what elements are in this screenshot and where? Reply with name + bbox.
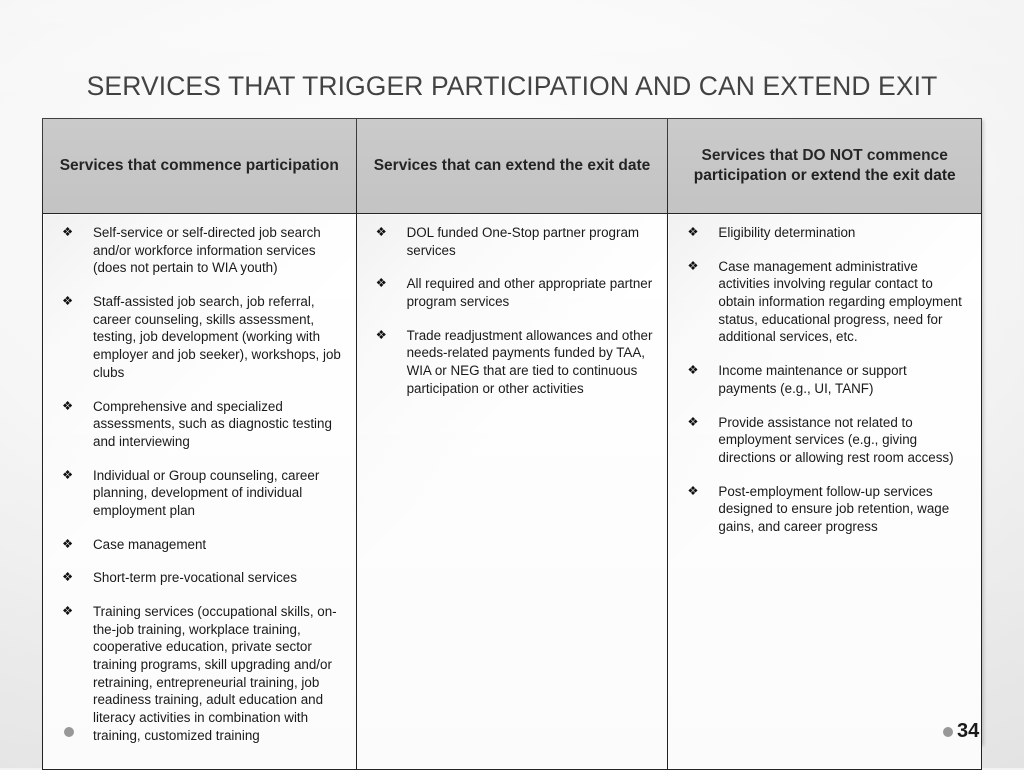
list-item-text: Case management [93,536,207,552]
list-item: ❖ Income maintenance or support payments … [672,362,967,397]
table-header: Services that commence participation Ser… [42,118,982,214]
table-body: ❖ Self-service or self-directed job searc… [42,213,982,770]
diamond-bullet-icon: ❖ [62,536,74,551]
diamond-bullet-icon: ❖ [687,483,699,498]
column-header-commence-participation: Services that commence participation [42,118,357,214]
list-item: ❖ All required and other appropriate part… [361,275,654,310]
list-item-text: Provide assistance not related to employ… [718,414,954,465]
list-item-text: Case management administrative activitie… [718,258,962,345]
list-item: ❖ Self-service or self-directed job searc… [47,224,342,277]
list-item-text: All required and other appropriate partn… [406,276,653,310]
list-item: ❖ Provide assistance not related to emplo… [672,414,967,467]
list-item-text: Trade readjustment allowances and other … [406,327,653,396]
decorative-dot-right [943,727,953,737]
column-header-do-not-commence: Services that DO NOT commence participat… [667,118,982,214]
list-item: ❖ Comprehensive and specialized assessmen… [47,398,342,451]
column-header-extend-exit-date: Services that can extend the exit date [355,118,669,214]
diamond-bullet-icon: ❖ [62,570,74,585]
diamond-bullet-icon: ❖ [62,398,74,413]
diamond-bullet-icon: ❖ [62,225,74,239]
list-item-text: Self-service or self-directed job search… [93,225,321,276]
list-item-text: Staff-assisted job search, job referral,… [93,294,341,380]
diamond-bullet-icon: ❖ [375,276,387,291]
cell-extend-exit-date: ❖ DOL funded One-Stop partner program ser… [355,213,669,770]
diamond-bullet-icon: ❖ [687,363,699,378]
diamond-bullet-icon: ❖ [687,414,699,429]
list-item: ❖ Trade readjustment allowances and other… [361,327,654,398]
list-item-text: Income maintenance or support payments (… [718,363,907,396]
list-item: ❖ Eligibility determination [672,224,967,242]
diamond-bullet-icon: ❖ [62,604,74,618]
matrix: Services that commence participation Ser… [42,118,982,770]
list-item-text: Short-term pre-vocational services [93,570,297,586]
list-item-text: Eligibility determination [718,225,856,240]
services-matrix-table: Services that commence participation Ser… [42,118,982,770]
table-row: ❖ Self-service or self-directed job searc… [42,213,982,770]
diamond-bullet-icon: ❖ [375,327,387,342]
page-title: SERVICES THAT TRIGGER PARTICIPATION AND … [86,71,938,101]
diamond-bullet-icon: ❖ [687,258,699,273]
list-item: ❖ Post-employment follow-up services desi… [672,483,967,536]
list-item-text: Individual or Group counseling, career p… [93,467,320,518]
page-number: 34 [957,720,980,742]
bullet-list-do-not-commence: ❖ Eligibility determination ❖ Case manageme… [672,224,973,536]
diamond-bullet-icon: ❖ [62,294,74,309]
list-item: ❖ DOL funded One-Stop partner program ser… [361,224,654,259]
diamond-bullet-icon: ❖ [62,467,74,482]
list-item: ❖ Short-term pre-vocational services [47,569,342,587]
list-item-text: Post-employment follow-up services desig… [718,483,950,534]
list-item: ❖ Case management administrative activiti… [672,258,967,346]
decorative-dot-left [64,727,74,737]
list-item-text: DOL funded One-Stop partner program serv… [406,225,640,258]
diamond-bullet-icon: ❖ [687,225,699,239]
list-item-text: Comprehensive and specialized assessment… [93,398,332,449]
list-item: ❖ Individual or Group counseling, career … [47,467,342,520]
cell-do-not-commence: ❖ Eligibility determination ❖ Case manageme… [667,213,982,770]
bullet-list-extend-exit-date: ❖ DOL funded One-Stop partner program ser… [361,224,660,398]
list-item-text: Training services (occupational skills, … [93,604,337,743]
cell-commence-participation: ❖ Self-service or self-directed job searc… [42,213,357,770]
bullet-list-commence-participation: ❖ Self-service or self-directed job searc… [47,224,348,745]
list-item: ❖ Training services (occupational skills,… [47,603,342,745]
table-header-row: Services that commence participation Ser… [42,118,982,214]
diamond-bullet-icon: ❖ [375,225,387,239]
list-item: ❖ Staff-assisted job search, job referral… [47,293,342,381]
list-item: ❖ Case management [47,536,342,554]
